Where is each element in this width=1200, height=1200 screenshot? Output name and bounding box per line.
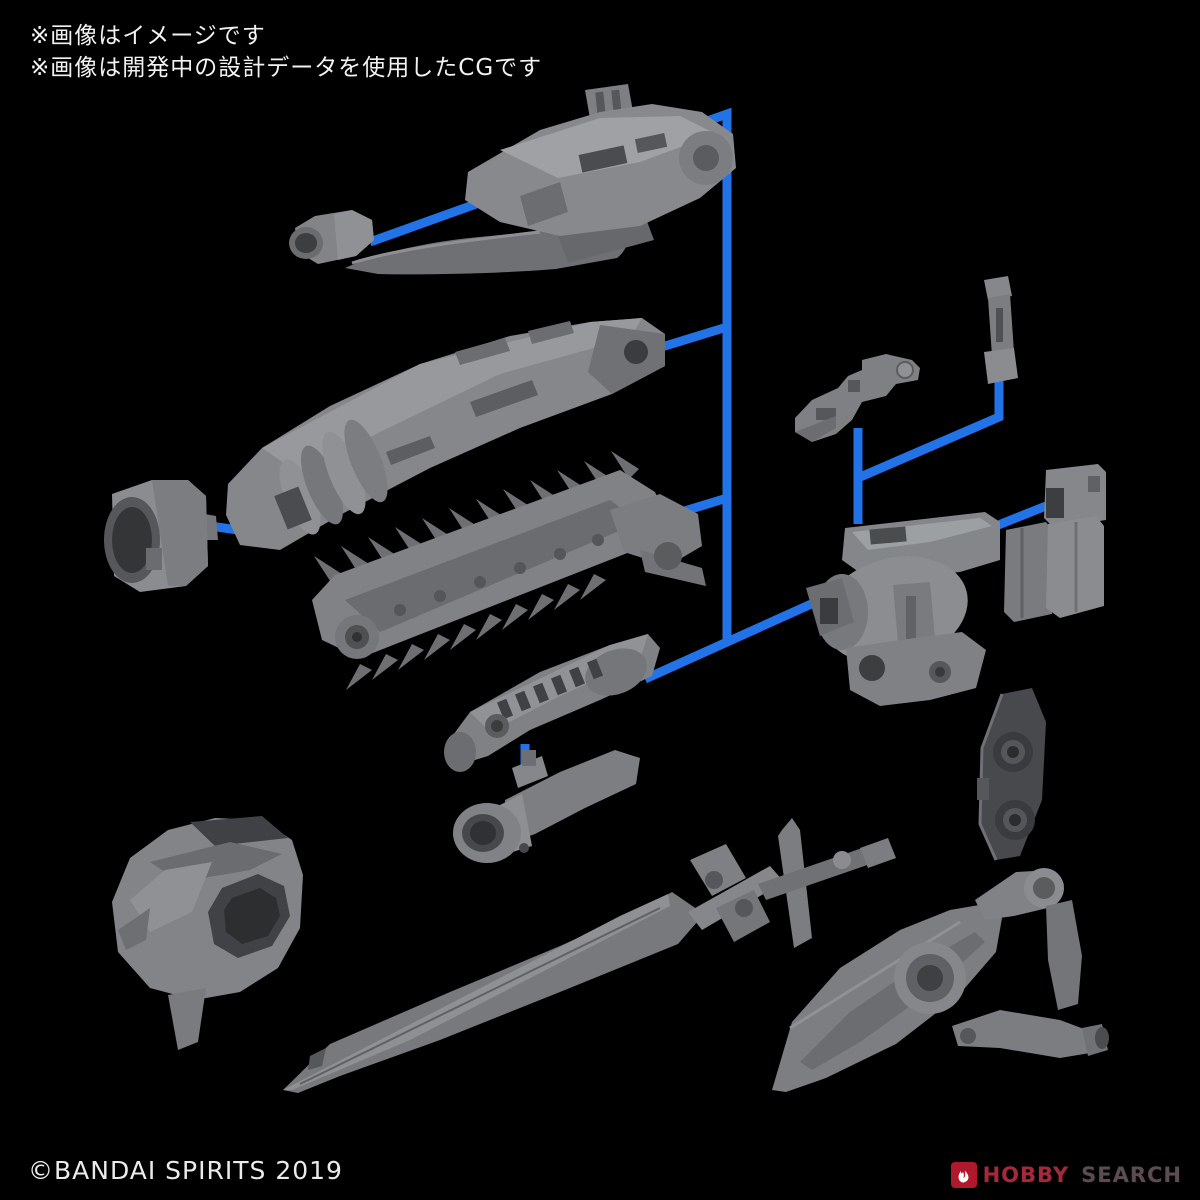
copyright-text: ©BANDAI SPIRITS 2019 (28, 1156, 343, 1185)
part-handgun (806, 512, 1000, 706)
part-cannon-muzzle-cap (104, 480, 218, 592)
part-large-cannon (226, 318, 665, 550)
part-grenade-launcher (444, 634, 660, 772)
connector-line (856, 378, 1004, 483)
connector-line (643, 596, 820, 684)
part-beam-rifle (345, 84, 736, 275)
part-weapon-holster (1004, 464, 1106, 622)
part-submachine-gun (453, 750, 640, 863)
part-chainsaw-blade (312, 451, 706, 690)
part-head-armor (112, 816, 303, 1050)
note-line-1: ※画像はイメージです (30, 23, 266, 49)
logo-text-search: SEARCH (1081, 1163, 1182, 1187)
note-line-2: ※画像は開発中の設計データを使用したCGです (30, 55, 543, 81)
part-connector-plate (977, 688, 1046, 861)
hobbysearch-logo: HOBBY SEARCH (950, 1162, 1182, 1188)
part-grip-joint (984, 276, 1018, 384)
part-great-sword (283, 818, 896, 1093)
flame-icon (950, 1162, 977, 1188)
logo-text-hobby: HOBBY (982, 1163, 1070, 1187)
part-rifle-muzzle-adapter (289, 210, 374, 264)
part-claw-blade (772, 868, 1109, 1092)
part-rail-bracket (795, 354, 920, 442)
